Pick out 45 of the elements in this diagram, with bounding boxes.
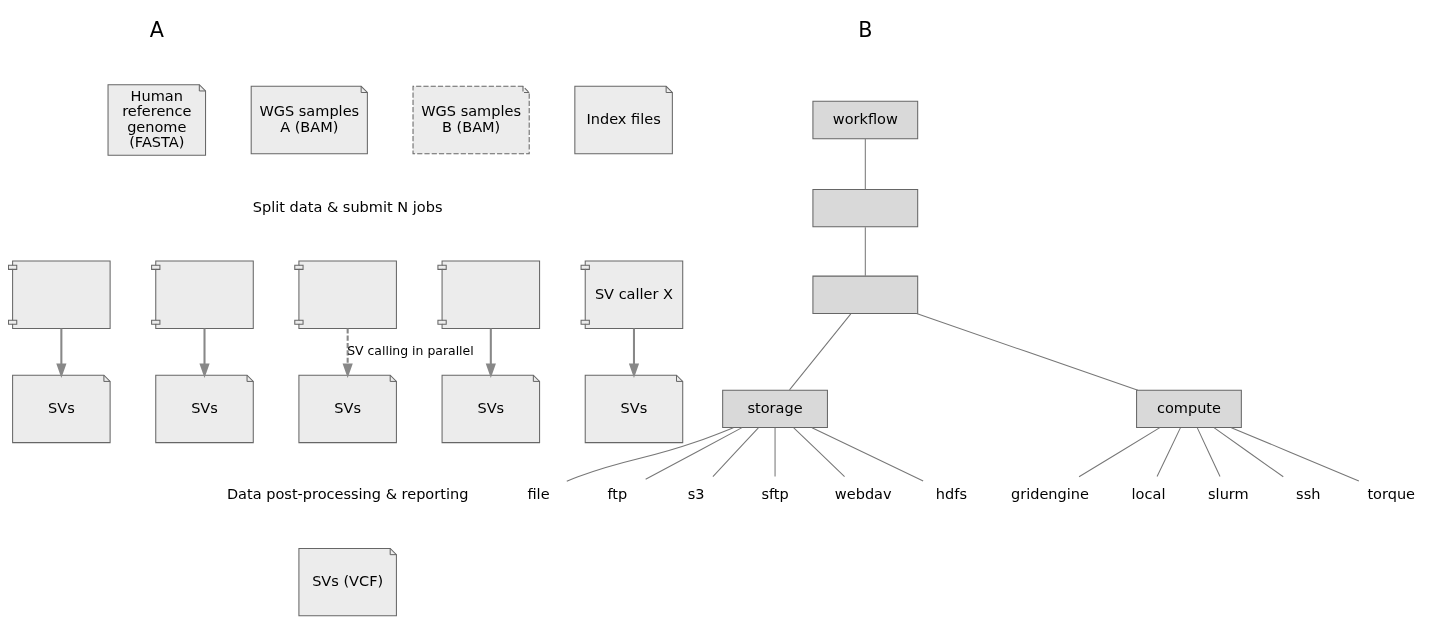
- label: A: [149, 17, 164, 42]
- node-box: [8, 260, 111, 329]
- connector: [1196, 426, 1221, 477]
- node-text: file: [527, 485, 550, 502]
- connector: [916, 312, 1139, 391]
- node-text: ftp: [607, 485, 628, 502]
- label: Split data & submit N jobs: [252, 198, 443, 215]
- arrow: [628, 328, 640, 378]
- node-box: [812, 275, 919, 314]
- label: B: [858, 17, 873, 42]
- node-box: workflow: [812, 100, 919, 139]
- node-text: ssh: [1296, 485, 1321, 502]
- connector: [864, 137, 866, 190]
- connector: [645, 426, 743, 480]
- connector: [811, 426, 924, 481]
- node-box: compute: [1136, 389, 1242, 428]
- label: Data post-processing & reporting: [226, 485, 469, 502]
- node-text: s3: [687, 485, 705, 502]
- connector: [789, 312, 852, 390]
- connector: [774, 426, 776, 477]
- connector: [566, 426, 734, 482]
- arrow: [199, 328, 210, 378]
- arrow: [485, 328, 496, 378]
- node-text: slurm: [1208, 485, 1249, 502]
- node-box: [294, 260, 397, 329]
- connector: [1156, 426, 1181, 477]
- node-text: gridengine: [1010, 485, 1089, 502]
- node-box: [151, 260, 254, 329]
- node-text: webdav: [834, 485, 892, 502]
- node-box: [812, 188, 919, 227]
- node-box: [437, 260, 541, 329]
- arrow: [342, 328, 353, 378]
- connector: [793, 426, 846, 477]
- node-text: sftp: [761, 485, 789, 502]
- node-text: torque: [1367, 485, 1416, 502]
- edge-label: SV calling in parallel: [347, 342, 474, 358]
- connector: [1213, 426, 1284, 477]
- connector: [712, 426, 759, 477]
- node-text: hdfs: [935, 485, 967, 502]
- connector: [1230, 426, 1360, 481]
- node-box: storage: [722, 389, 828, 428]
- arrow: [56, 328, 67, 378]
- connector: [1078, 426, 1161, 477]
- connector: [864, 226, 866, 276]
- node-text: local: [1131, 485, 1166, 502]
